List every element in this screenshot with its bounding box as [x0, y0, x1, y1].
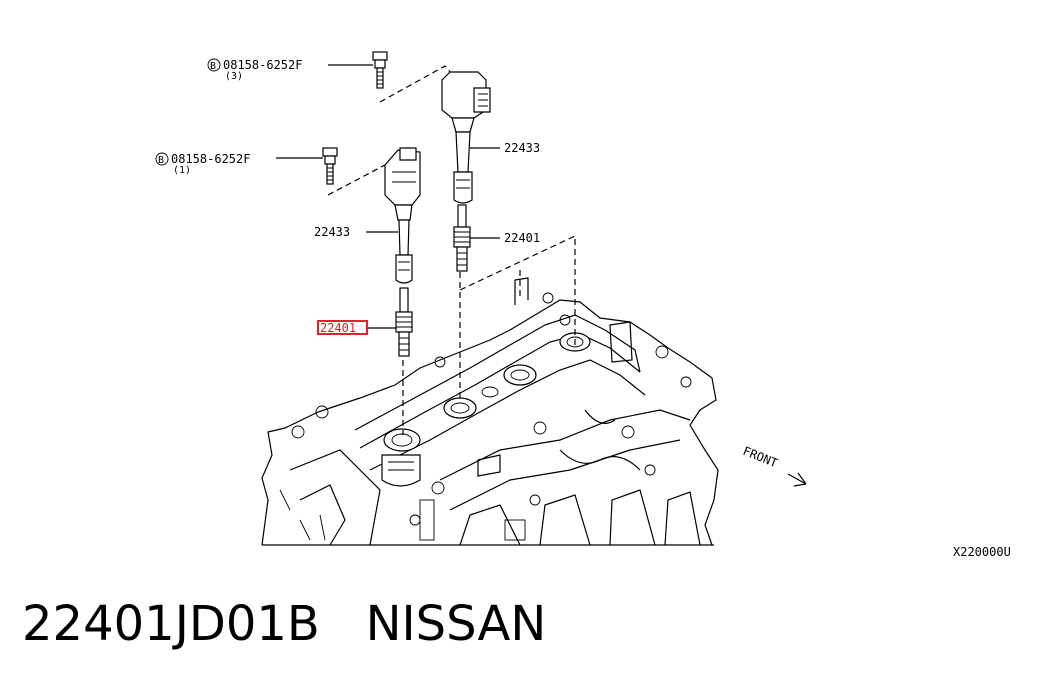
plug-right-label: 22401 — [504, 231, 540, 245]
bolt-side-qty: (1) — [173, 165, 191, 176]
leader-lines — [276, 64, 500, 329]
plug-highlight-label: 22401 — [320, 321, 356, 335]
part-caption: 22401JD01B NISSAN — [22, 596, 546, 652]
ignition-coil-right — [441, 71, 491, 204]
caption-brand: NISSAN — [365, 596, 547, 652]
dashed-leaders — [327, 65, 576, 435]
coil-left-label: 22433 — [314, 225, 350, 239]
front-arrow-icon — [787, 472, 807, 487]
spark-plug-left — [395, 287, 413, 357]
bolt-side-code: 08158-6252F — [171, 152, 250, 166]
engine-assembly — [261, 277, 719, 546]
ignition-coil-left — [384, 147, 421, 284]
parts-diagram: B 08158-6252F (3) B 08158-6252F (1) 2243… — [155, 51, 1011, 559]
circle-letter-top: B — [210, 61, 216, 72]
bolt-top-code: 08158-6252F — [223, 58, 302, 72]
bolt-top — [372, 51, 388, 89]
bolt-side — [322, 147, 338, 185]
plug-highlight-callout: 22401 — [317, 320, 368, 335]
figure-code: X220000U — [953, 545, 1011, 559]
bolt-side-callout: B 08158-6252F (1) — [155, 152, 250, 176]
highlight-box — [317, 320, 368, 335]
front-label: FRONT — [741, 444, 780, 471]
spark-plug-right — [453, 204, 471, 272]
bolt-top-callout: B 08158-6252F (3) — [207, 58, 302, 82]
bolt-top-qty: (3) — [225, 71, 243, 82]
front-indicator: FRONT — [741, 444, 807, 487]
caption-part-number: 22401JD01B — [22, 596, 320, 652]
circle-letter-side: B — [158, 155, 164, 166]
coil-right-label: 22433 — [504, 141, 540, 155]
